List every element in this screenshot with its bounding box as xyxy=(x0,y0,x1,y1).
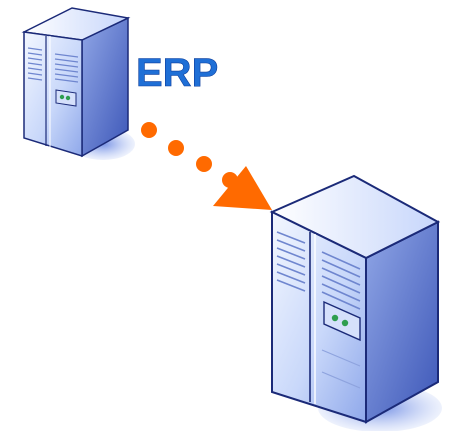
connector-dot xyxy=(196,156,212,172)
connector-dot xyxy=(141,122,157,138)
connector-arrow xyxy=(141,122,272,210)
server-label-erp: ERP xyxy=(136,51,218,95)
server-front xyxy=(23,31,83,158)
arrowhead xyxy=(213,166,272,210)
server-front xyxy=(271,210,367,424)
connector-dot xyxy=(168,140,184,156)
server-icon-target xyxy=(269,174,442,431)
server-icon-source xyxy=(21,7,135,160)
